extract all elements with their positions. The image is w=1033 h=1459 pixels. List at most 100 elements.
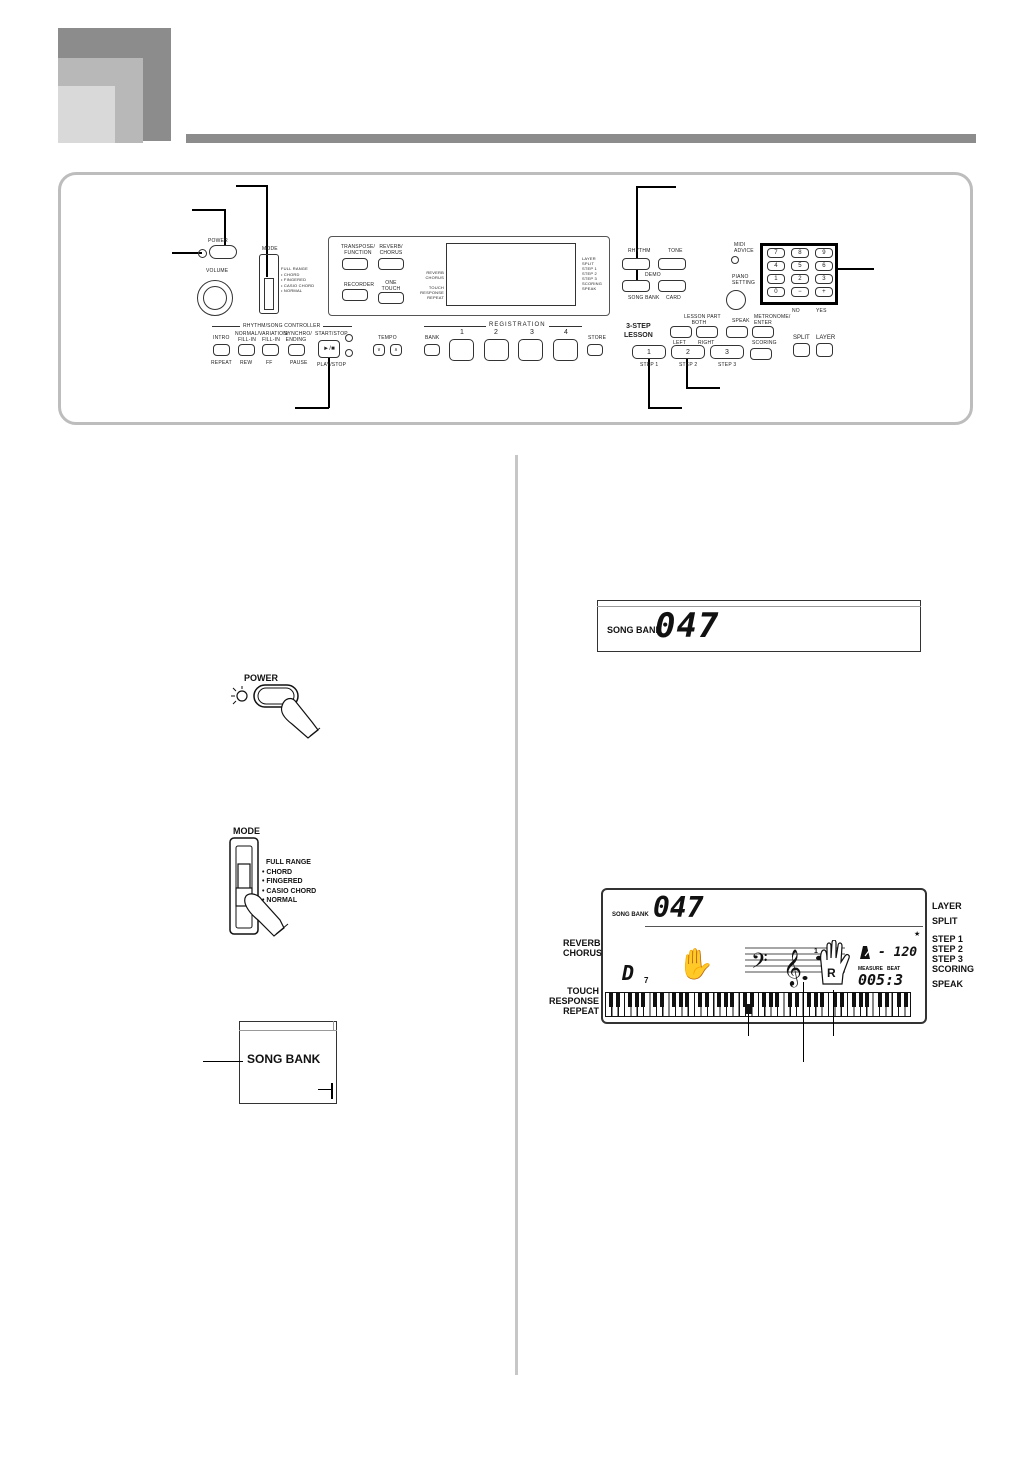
scoring-button[interactable] [750, 348, 772, 360]
mode-illustration-label: MODE [233, 826, 260, 836]
numpad-key[interactable]: 4 [767, 261, 785, 271]
display2-star: ★ [914, 931, 921, 938]
lesson-left-button[interactable] [670, 326, 692, 338]
beat-led [345, 334, 353, 342]
synchro-ending-button[interactable] [288, 344, 305, 356]
card-button[interactable] [658, 280, 686, 292]
mode-options-illustration: FULL RANGE • CHORD • FINGERED • CASIO CH… [262, 859, 317, 904]
tempo-up-button[interactable]: ∧ [390, 344, 402, 356]
registration-label: REGISTRATION [486, 322, 549, 328]
rsc-button-label: START/STOP [315, 331, 348, 337]
svg-text:𝄞: 𝄞 [783, 948, 802, 987]
volume-knob[interactable] [197, 280, 233, 316]
numpad-key[interactable]: 7 [767, 248, 785, 258]
display2-tempo: - 120 [878, 945, 918, 960]
lesson-right-button[interactable] [696, 326, 718, 338]
normal-fill-in-button[interactable] [238, 344, 255, 356]
step-3-button[interactable]: 3 [710, 345, 744, 359]
store-button[interactable] [587, 344, 603, 356]
power-label: POWER [208, 238, 228, 244]
step-label: STEP 3 [718, 362, 737, 368]
piano-setting-button[interactable] [726, 290, 746, 310]
rsc-sub-label: FF [266, 360, 273, 366]
rsc-label: RHYTHM/SONG CONTROLLER [240, 323, 324, 329]
display2-hand-letter: R [827, 966, 836, 980]
registration-button-4[interactable] [553, 339, 578, 361]
card-label: CARD [666, 295, 681, 301]
metronome-icon [860, 946, 872, 959]
mode-label: MODE [262, 246, 278, 252]
rsc-sub-label: PLAY/STOP [317, 362, 347, 368]
numpad-key[interactable]: 0 [767, 287, 785, 297]
display2-chord-ext: 7 [644, 976, 649, 985]
layer-label: LAYER [816, 335, 836, 341]
numpad-key[interactable]: 8 [791, 248, 809, 258]
power-press-illustration [231, 684, 321, 739]
song-bank-panel-label: SONG BANK [628, 295, 660, 301]
rsc-button-label: VARIATION/ FILL-IN [259, 331, 289, 343]
numpad-grid: 7 8 9 4 5 6 1 2 3 0 − + [767, 248, 833, 297]
rhythm-button[interactable] [622, 258, 650, 270]
numpad-frame [760, 243, 838, 305]
numpad-key[interactable]: 1 [767, 274, 785, 284]
step-1-button[interactable]: 1 [632, 345, 666, 359]
metronome-button[interactable] [752, 326, 774, 338]
numpad-key[interactable]: 5 [791, 261, 809, 271]
display2-measure: 005:3 [858, 971, 904, 989]
transpose-label: TRANSPOSE/ FUNCTION [340, 244, 376, 256]
volume-knob-inner [203, 286, 227, 310]
speak-button[interactable] [726, 326, 748, 338]
step-2-button[interactable]: 2 [671, 345, 705, 359]
display1-label: SONG BANK [607, 625, 663, 635]
registration-button-3[interactable] [518, 339, 543, 361]
callout-leader [203, 1061, 243, 1062]
variation-fill-in-button[interactable] [262, 344, 279, 356]
center-display-frame [328, 236, 610, 316]
song-bank-button[interactable] [622, 280, 650, 292]
callout-leader [636, 186, 638, 284]
callout-leader [748, 1014, 749, 1036]
numpad-key[interactable]: + [815, 287, 833, 297]
power-led [198, 249, 207, 258]
tone-button[interactable] [658, 258, 686, 270]
reverb-chorus-label: REVERB/ CHORUS [379, 244, 403, 256]
tempo-down-button[interactable]: ∨ [373, 344, 385, 356]
display1-number: 047 [655, 606, 720, 646]
song-bank-indicator-label: SONG BANK [247, 1052, 321, 1066]
panel-lcd-screen [446, 243, 576, 306]
recorder-button[interactable] [342, 289, 368, 301]
svg-text:𝄢: 𝄢 [751, 949, 768, 979]
numpad-key[interactable]: 6 [815, 261, 833, 271]
display-inner-line [597, 606, 921, 607]
numpad-key[interactable]: − [791, 287, 809, 297]
display2-divider [645, 926, 923, 927]
midi-led [731, 256, 739, 264]
indicator-inner-line [333, 1021, 334, 1031]
registration-button-1[interactable] [449, 339, 474, 361]
transpose-button[interactable] [342, 258, 368, 270]
header-square-light [58, 86, 115, 143]
metronome-label: METRONOME/ ENTER [754, 314, 791, 326]
start-stop-button[interactable]: ►/■ [318, 340, 340, 358]
callout-leader [266, 185, 268, 277]
intro-button[interactable] [213, 344, 230, 356]
registration-button-2[interactable] [484, 339, 509, 361]
display2-keyboard-black-keys [609, 992, 908, 1007]
layer-button[interactable] [816, 343, 833, 357]
callout-leader [318, 1089, 332, 1090]
display2-chord-root: D [622, 961, 635, 985]
power-button[interactable] [209, 245, 237, 259]
reverb-chorus-button[interactable] [378, 258, 404, 270]
bank-button[interactable] [424, 344, 440, 356]
one-touch-preset-button[interactable] [378, 292, 404, 304]
numpad-key[interactable]: 2 [791, 274, 809, 284]
numpad-key[interactable]: 9 [815, 248, 833, 258]
numpad-key[interactable]: 3 [815, 274, 833, 284]
mode-slider-knob[interactable] [264, 278, 274, 310]
rsc-button-label: INTRO [213, 335, 230, 341]
split-button[interactable] [793, 343, 810, 357]
